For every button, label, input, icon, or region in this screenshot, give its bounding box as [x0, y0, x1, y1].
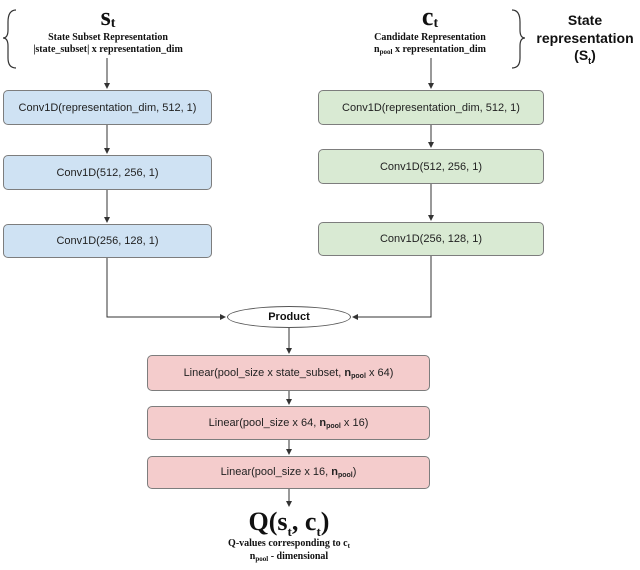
right-conv1d-box-1: Conv1D(representation_dim, 512, 1) [318, 90, 544, 125]
state-label-line3: (St) [574, 47, 596, 66]
linear-label-3: Linear(pool_size x 16, npool) [220, 466, 357, 479]
candidate-symbol: c [421, 2, 434, 31]
state-subset-title: State Subset Representation [48, 32, 168, 43]
right-conv1d-box-3: Conv1D(256, 128, 1) [318, 222, 544, 256]
candidate-symbol-sub: t [433, 16, 439, 31]
linear-label-2: Linear(pool_size x 64, npool x 16) [208, 416, 369, 430]
left-conv1d-box-3: Conv1D(256, 128, 1) [3, 224, 212, 258]
state-subset-header: st State Subset Representation |state_su… [18, 4, 198, 55]
state-symbol: s [100, 2, 111, 31]
product-label: Product [268, 311, 310, 323]
left-conv1d-label-3: Conv1D(256, 128, 1) [56, 235, 159, 247]
state-subset-dims: |state_subset| x representation_dim [33, 44, 183, 55]
output-block: Q(st, ct) Q-values corresponding to ct n… [189, 509, 389, 563]
left-conv1d-label-1: Conv1D(representation_dim, 512, 1) [18, 101, 197, 114]
right-conv1d-label-3: Conv1D(256, 128, 1) [379, 233, 483, 245]
state-symbol-sub: t [110, 16, 116, 31]
product-node: Product [227, 306, 351, 328]
right-conv1d-box-2: Conv1D(512, 256, 1) [318, 149, 544, 184]
linear-box-3: Linear(pool_size x 16, npool) [147, 456, 430, 489]
candidate-header: ct Candidate Representation npool x repr… [345, 4, 515, 56]
linear-box-1: Linear(pool_size x state_subset, npool x… [147, 355, 430, 391]
state-label-line1: State [567, 12, 603, 28]
right-conv1d-label-1: Conv1D(representation_dim, 512, 1) [342, 101, 520, 114]
right-brace [511, 9, 526, 69]
linear-label-1: Linear(pool_size x state_subset, npool x… [183, 366, 394, 380]
linear-box-2: Linear(pool_size x 64, npool x 16) [147, 406, 430, 440]
left-conv1d-box-2: Conv1D(512, 256, 1) [3, 155, 212, 190]
q-value-formula: Q(st, ct) [248, 507, 330, 540]
state-representation-label: State representation (St) [530, 12, 640, 67]
left-to-product [106, 258, 226, 320]
candidate-title: Candidate Representation [374, 32, 486, 43]
right-conv1d-label-2: Conv1D(512, 256, 1) [379, 160, 483, 173]
state-label-line2: representation [536, 29, 634, 46]
q-values-description: Q-values corresponding to ct [228, 538, 350, 551]
candidate-dims: npool x representation_dim [374, 44, 486, 56]
left-brace [2, 9, 17, 69]
right-to-product [352, 256, 432, 320]
left-conv1d-box-1: Conv1D(representation_dim, 512, 1) [3, 90, 212, 125]
q-values-dimension: npool - dimensional [249, 551, 329, 564]
left-conv1d-label-2: Conv1D(512, 256, 1) [56, 166, 159, 179]
